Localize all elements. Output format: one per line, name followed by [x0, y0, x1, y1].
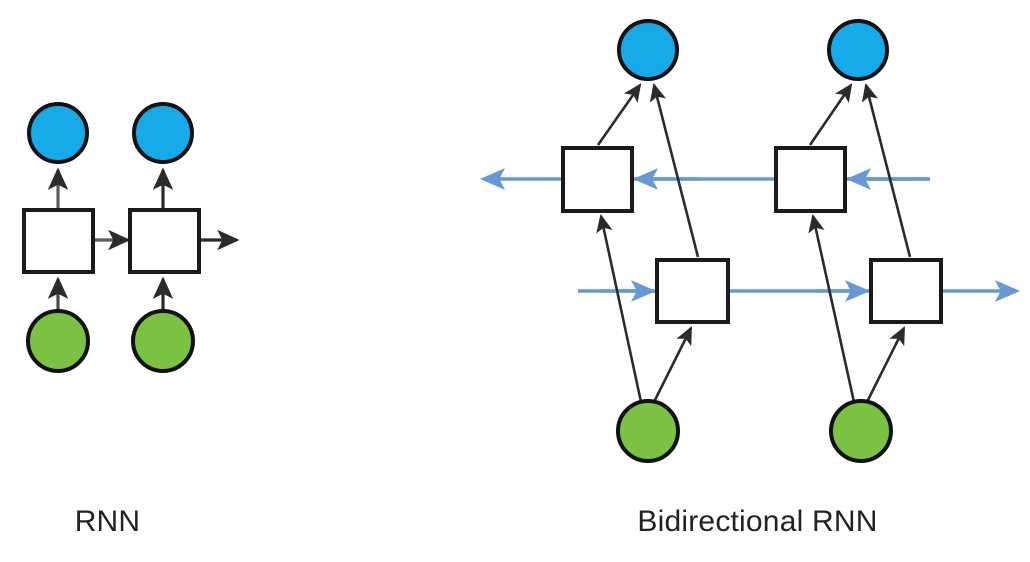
bidirectional-rnn-panel: [479, 19, 1021, 463]
output-node-t2[interactable]: [827, 19, 889, 81]
output-node-t2[interactable]: [132, 102, 194, 164]
input-node-t1[interactable]: [616, 399, 680, 463]
edge-input-t2-to-backward-cell-t2: [808, 213, 856, 403]
input-node-t2[interactable]: [131, 309, 195, 373]
edge-input-t1-to-forward-cell-t1: [652, 326, 693, 403]
edge-backward-cell-t1-to-output-t1: [596, 83, 642, 146]
edge-forward-cell-t2-to-output-t2: [861, 82, 912, 258]
rnn-panel: [22, 102, 240, 373]
edge-input-t2-to-forward-cell-t2: [865, 326, 906, 403]
bidirectional-rnn-caption: Bidirectional RNN: [637, 505, 878, 538]
rnn-caption: RNN: [74, 505, 141, 538]
edge-backward-cell-t2-to-output-t2: [808, 83, 853, 146]
output-node-t1[interactable]: [27, 102, 89, 164]
hidden-cell-t1[interactable]: [22, 208, 95, 274]
input-node-t2[interactable]: [829, 399, 893, 463]
edge-forward-cell-t1-to-output-t1: [649, 82, 700, 258]
backward-cell-t1[interactable]: [561, 146, 634, 213]
forward-cell-t1[interactable]: [655, 258, 730, 324]
hidden-cell-t2[interactable]: [128, 208, 201, 274]
backward-cell-t2[interactable]: [774, 146, 847, 213]
edge-input-t1-to-backward-cell-t1: [596, 213, 643, 403]
input-node-t1[interactable]: [26, 309, 90, 373]
output-node-t1[interactable]: [617, 19, 679, 81]
forward-cell-t2[interactable]: [869, 258, 943, 324]
